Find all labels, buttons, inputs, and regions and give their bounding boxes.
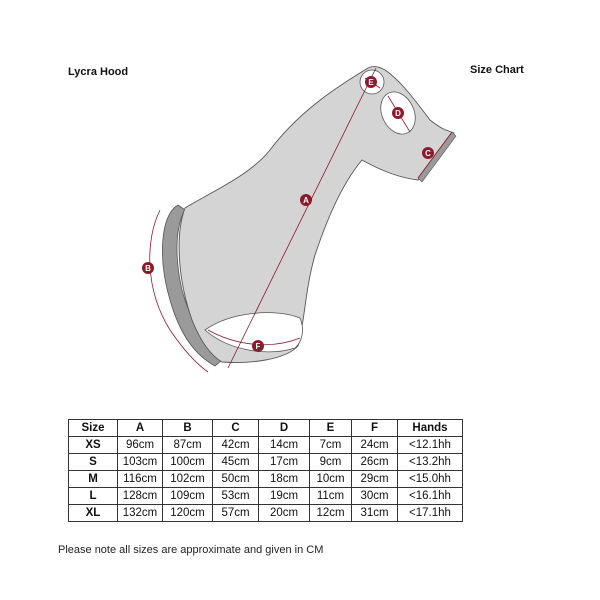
label-c: C [422,147,434,159]
measurement-cell: 132cm [117,504,163,522]
header-b: B [162,419,213,437]
size-chart-title: Size Chart [470,64,524,76]
table-header-row: Size A B C D E F Hands [68,419,463,437]
header-f: F [351,419,398,437]
header-hands: Hands [397,419,463,437]
header-c: C [212,419,259,437]
measurement-cell: 10cm [309,470,352,488]
measurement-cell: 18cm [258,470,310,488]
hood-diagram: A B C D E F [142,66,457,373]
measurement-cell: 17cm [258,453,310,471]
measurement-cell: <15.0hh [397,470,463,488]
svg-text:D: D [395,109,401,118]
measurement-cell: <16.1hh [397,487,463,505]
size-cell: XS [68,436,118,454]
label-e: E [365,76,377,88]
measurement-cell: 100cm [162,453,213,471]
measurement-cell: 9cm [309,453,352,471]
measurement-cell: <17.1hh [397,504,463,522]
size-cell: L [68,487,118,505]
label-b: B [142,262,154,274]
svg-text:C: C [425,149,431,158]
measurement-cell: 96cm [117,436,163,454]
measurement-cell: 31cm [351,504,398,522]
product-title: Lycra Hood [68,66,129,78]
svg-text:F: F [256,342,261,351]
measurement-cell: 19cm [258,487,310,505]
label-d: D [392,107,404,119]
measurement-cell: 45cm [212,453,259,471]
size-cell: S [68,453,118,471]
hood-rim [162,204,223,367]
measurement-cell: 128cm [117,487,163,505]
header-d: D [258,419,310,437]
measurement-labels: A B C D E F [142,76,434,352]
measurement-cell: 11cm [309,487,352,505]
measurement-cell: 53cm [212,487,259,505]
measurement-cell: 20cm [258,504,310,522]
measurement-cell: 42cm [212,436,259,454]
label-a: A [300,194,312,206]
svg-text:E: E [368,78,374,87]
measurement-cell: <12.1hh [397,436,463,454]
neck-opening [204,312,303,353]
measurement-cell: 116cm [117,470,163,488]
footer-note: Please note all sizes are approximate an… [58,544,324,556]
measurement-cell: 57cm [212,504,259,522]
measurement-cell: <13.2hh [397,453,463,471]
measurement-cell: 30cm [351,487,398,505]
measurement-cell: 109cm [162,487,213,505]
measurement-cell: 120cm [162,504,213,522]
measurement-cell: 26cm [351,453,398,471]
measurement-cell: 87cm [162,436,213,454]
svg-text:B: B [145,264,151,273]
measurement-cell: 103cm [117,453,163,471]
measurement-cell: 12cm [309,504,352,522]
measurement-cell: 102cm [162,470,213,488]
header-a: A [117,419,163,437]
measurement-cell: 14cm [258,436,310,454]
measurement-cell: 50cm [212,470,259,488]
measurement-cell: 29cm [351,470,398,488]
size-cell: XL [68,504,118,522]
header-e: E [309,419,352,437]
size-cell: M [68,470,118,488]
svg-text:A: A [303,196,309,205]
measurement-cell: 24cm [351,436,398,454]
header-size: Size [68,419,118,437]
measurement-cell: 7cm [309,436,352,454]
label-f: F [252,340,264,352]
